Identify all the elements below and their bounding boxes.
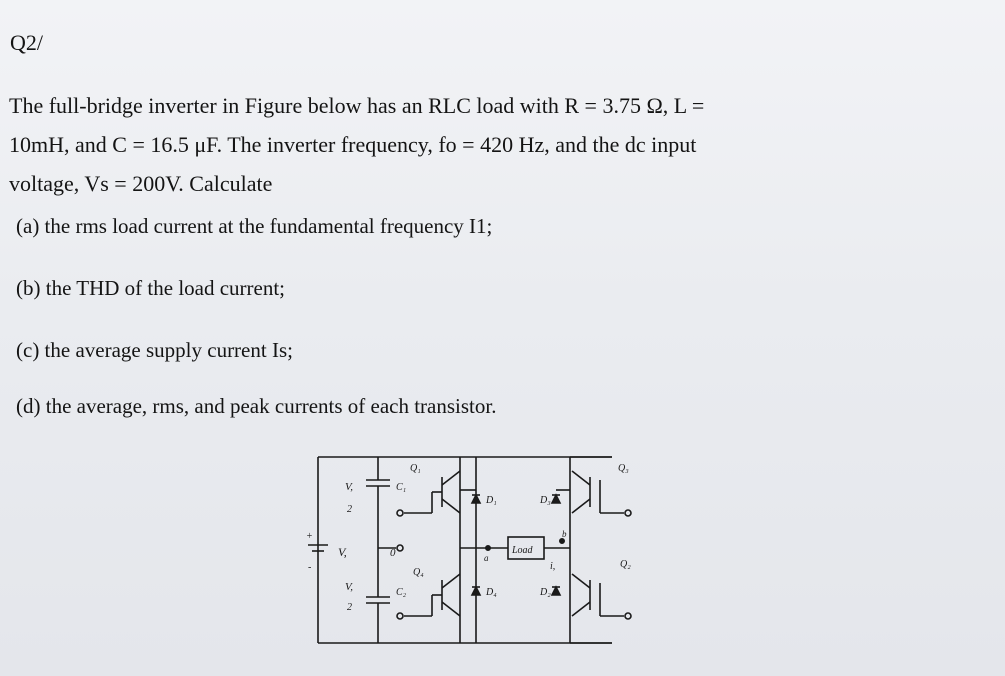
transistor-q4: [396, 573, 461, 620]
load-label: Load: [511, 545, 534, 556]
part-d: (d) the average, rms, and peak currents …: [16, 394, 497, 418]
d2-label: D₂: [539, 587, 551, 598]
node-b-label: b: [562, 529, 567, 539]
problem-line-1: The full-bridge inverter in Figure below…: [9, 93, 705, 118]
node-b-dot: [558, 538, 565, 545]
q1-label: Q₁: [410, 463, 421, 474]
vs-plus-sign: +: [306, 531, 313, 542]
node-a-label: a: [484, 553, 489, 563]
q4-label: Q₄: [413, 567, 424, 578]
part-a: (a) the rms load current at the fundamen…: [16, 214, 493, 238]
question-number: Q2/: [10, 30, 43, 55]
circuit-diagram: V, + - 0 V, 2 V, 2 C₁ C₂: [306, 456, 632, 644]
half-bottom-label: 2: [347, 602, 352, 613]
d3-label: D₃: [539, 495, 551, 506]
part-b: (b) the THD of the load current;: [16, 276, 286, 300]
transistor-q1: [396, 470, 461, 517]
node-a-dot: [485, 545, 492, 552]
problem-line-2: 10mH, and C = 16.5 μF. The inverter freq…: [9, 132, 697, 157]
inverter-circuit-figure: V, + - 0 V, 2 V, 2 C₁ C₂: [300, 445, 670, 655]
node-0-terminal: [396, 544, 404, 552]
diode-d3: [550, 489, 570, 504]
c1-label: C₁: [396, 482, 406, 493]
diode-d1: [460, 457, 482, 545]
dc-source-vs: V, + -: [306, 531, 347, 573]
half-top-label: 2: [347, 504, 352, 515]
c2-label: C₂: [396, 587, 407, 598]
diode-d4: [470, 545, 482, 643]
node-0-label: 0: [390, 547, 396, 559]
capacitor-c2: [366, 596, 390, 604]
transistor-q2: [571, 573, 632, 620]
problem-statement: The full-bridge inverter in Figure below…: [9, 86, 999, 203]
part-c: (c) the average supply current Is;: [16, 338, 293, 362]
vs-half-top-label: V,: [345, 481, 353, 493]
problem-line-3: voltage, Vs = 200V. Calculate: [9, 171, 273, 196]
q2-label: Q₂: [620, 559, 631, 570]
vs-minus-sign: -: [308, 562, 311, 573]
d1-label: D₁: [485, 495, 497, 506]
vs-half-bottom-label: V,: [345, 581, 353, 593]
io-label: i,: [550, 561, 555, 572]
capacitor-c1: [366, 479, 390, 487]
transistor-q3: [571, 470, 632, 517]
q3-label: Q₃: [618, 463, 629, 474]
d4-label: D₄: [485, 587, 497, 598]
vs-label: V,: [338, 545, 347, 559]
diode-d2: [550, 585, 562, 596]
